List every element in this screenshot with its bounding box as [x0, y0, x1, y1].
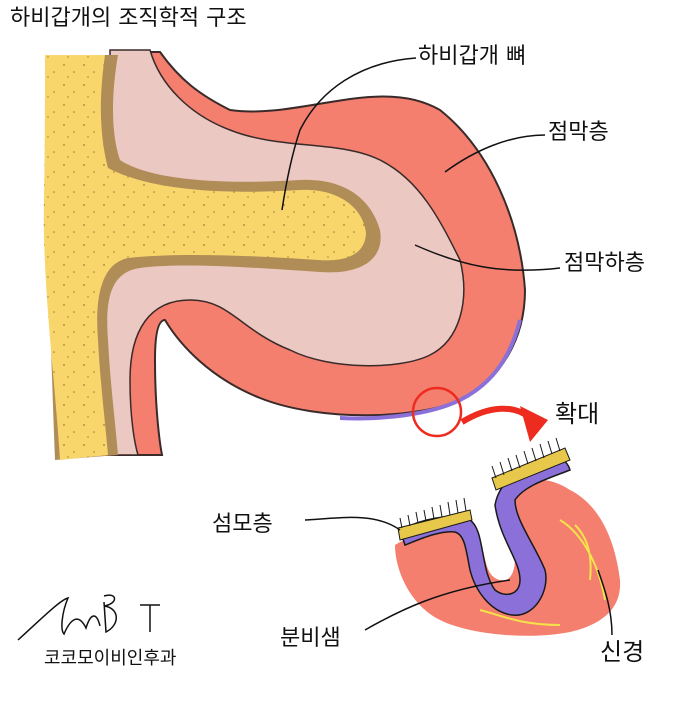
leader-bone: [281, 57, 417, 211]
nerve-fiber: [479, 519, 606, 626]
detail-tissue: [395, 479, 621, 636]
label-magnify: 확대: [555, 400, 600, 428]
leader-gland: [364, 579, 511, 631]
cilia-right: [491, 437, 571, 491]
label-nerve: 신경: [600, 638, 645, 666]
diagram-title: 하비갑개의 조직학적 구조: [10, 6, 247, 31]
leader-mucosa: [444, 134, 546, 173]
label-ciliated-layer: 섬모층: [212, 512, 273, 537]
bone-texture: [43, 55, 366, 460]
label-submucosa: 점막하층: [564, 251, 645, 276]
label-turbinate-bone: 하비갑개 뼈: [418, 44, 527, 69]
magnify-arrow: [460, 405, 532, 425]
epithelium-edge: [339, 319, 522, 421]
leader-submucosa: [414, 244, 561, 271]
leader-nerve: [597, 569, 613, 636]
magnify-arrowhead: [520, 406, 548, 442]
bone-border: [49, 55, 381, 460]
clinic-name: 코코모이비인후과: [44, 648, 177, 669]
signature-stroke: [17, 594, 160, 641]
magnify-circle: [411, 386, 463, 438]
label-mucosa: 점막층: [548, 120, 609, 145]
label-gland: 분비샘: [280, 626, 341, 651]
leader-ciliated: [304, 516, 401, 531]
detail-epithelium: [399, 456, 571, 616]
cilia-left: [397, 497, 473, 541]
